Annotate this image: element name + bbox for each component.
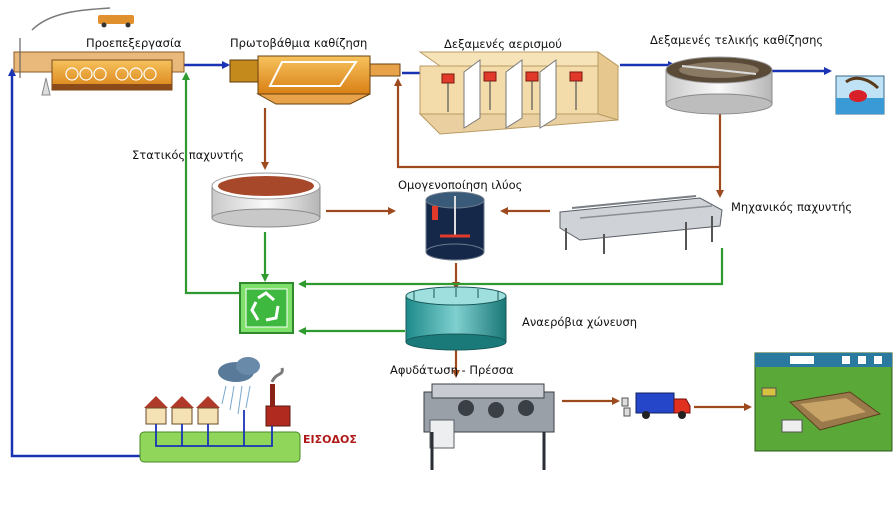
final-clarifier-tank — [665, 56, 773, 115]
recycle-lines — [182, 72, 724, 335]
label-anaerobic-digestion: Αναερόβια χώνευση — [522, 315, 638, 329]
town-input-area — [139, 357, 301, 463]
label-input: ΕΙΣΟΔΟΣ — [303, 433, 357, 446]
houses-icon — [144, 396, 220, 425]
label-pretreatment: Προεπεξεργασία — [86, 36, 182, 50]
label-final-clarifier: Δεξαμενές τελικής καθίζησης — [650, 33, 824, 47]
sludge-flow-lines — [261, 78, 752, 411]
inlet-return-line — [8, 68, 140, 458]
truck-icon — [621, 392, 691, 419]
label-primary-sedimentation: Πρωτοβάθμια καθίζηση — [230, 36, 368, 50]
pretreatment-unit — [13, 7, 185, 96]
anaerobic-digester-tank — [405, 286, 507, 351]
dewatering-press-machine — [423, 383, 555, 470]
recycle-to-primary-line — [182, 72, 240, 295]
label-mechanical-thickener: Μηχανικός παχυντής — [731, 200, 853, 214]
crab-water-icon — [835, 75, 885, 115]
label-homogenization: Ομογενοποίηση ιλύος — [398, 178, 523, 192]
homogenization-tank — [425, 191, 485, 261]
rain-cloud-icon — [218, 357, 260, 415]
static-thickener-tank — [211, 172, 321, 228]
recycle-icon — [239, 282, 294, 334]
aeration-tanks — [418, 51, 620, 135]
mechanical-thickener-machine — [559, 195, 723, 254]
factory-icon — [265, 367, 291, 427]
label-static-thickener: Στατικός παχυντής — [132, 148, 244, 162]
primary-sedimentation-tank — [229, 55, 401, 105]
mech-to-recycle-line — [298, 248, 724, 288]
landfill-game-icon — [754, 352, 893, 452]
label-dewatering-press: Αφυδάτωση - Πρέσσα — [390, 363, 514, 377]
final-return-line — [394, 78, 722, 169]
water-flow-lines — [8, 61, 832, 458]
label-aeration-tanks: Δεξαμενές αερισμού — [444, 37, 562, 51]
